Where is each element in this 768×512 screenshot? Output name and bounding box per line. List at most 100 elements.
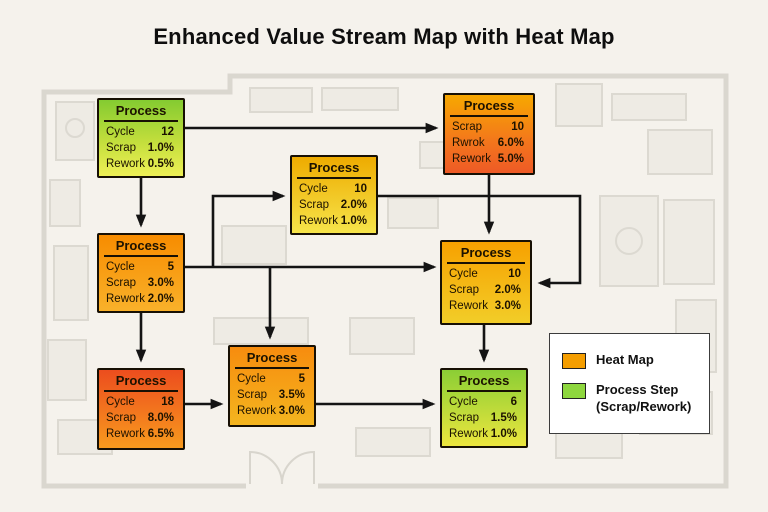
process-box-bottom-right: Process Cycle 6 Scrap 1.5% Rework 1.0% [440,368,528,448]
metric-row: Scrap 1.5% [442,410,526,426]
metric-row: Rwrok 6.0% [445,135,533,151]
metric-value: 18 [161,396,174,408]
metric-label: Scrap [299,199,330,211]
metric-value: 1.0% [340,215,367,227]
metric-label: Cycle [449,268,478,280]
process-box-mid-left: Process Cycle 5 Scrap 3.0% Rework 2.0% [97,233,185,313]
metric-value: 6.5% [147,428,174,440]
process-box-bottom-center: Process Cycle 5 Scrap 3.5% Rework 3.0% [228,345,316,427]
metric-label: Rework [106,428,145,440]
metric-label: Rework [452,153,491,165]
metric-label: Rework [237,405,276,417]
metric-label: Scrap [237,389,268,401]
metric-value: 10 [511,121,524,133]
metric-value: 10 [354,183,367,195]
metric-row: Rework 1.0% [292,213,376,229]
metric-row: Scrap 10 [445,119,533,135]
metric-label: Rework [299,215,338,227]
metric-label: Scrap [106,412,137,424]
metric-row: Cycle 10 [292,181,376,197]
metric-value: 2.0% [340,199,367,211]
metric-value: 8.0% [147,412,174,424]
legend-item-heat-map: Heat Map [562,352,697,370]
metric-label: Cycle [106,261,135,273]
metric-value: 12 [161,126,174,138]
legend-item-process-step: Process Step (Scrap/Rework) [562,382,697,415]
metric-value: 3.5% [278,389,305,401]
process-box-title: Process [104,370,178,392]
metric-value: 3.0% [147,277,174,289]
metric-label: Cycle [237,373,266,385]
metric-value: 3.0% [494,300,521,312]
legend-label: Process Step (Scrap/Rework) [596,382,692,414]
metric-value: 6.0% [497,137,524,149]
metric-value: 6 [510,396,517,408]
metric-value: 5 [298,373,305,385]
metric-row: Rework 3.0% [442,298,530,314]
metric-value: 5 [167,261,174,273]
metric-label: Scrap [106,277,137,289]
metric-rows: Cycle 5 Scrap 3.0% Rework 2.0% [99,257,183,307]
process-box-top-left: Process Cycle 12 Scrap 1.0% Rework 0.5% [97,98,185,178]
metric-label: Rework [106,293,145,305]
metric-value: 1.0% [490,428,517,440]
metric-row: Cycle 10 [442,266,530,282]
metric-row: Scrap 8.0% [99,410,183,426]
metric-rows: Scrap 10 Rwrok 6.0% Rework 5.0% [445,117,533,167]
metric-value: 1.5% [490,412,517,424]
legend-label: Heat Map [596,352,654,368]
metric-label: Cycle [449,396,478,408]
metric-value: 2.0% [494,284,521,296]
metric-value: 0.5% [147,158,174,170]
metric-label: Scrap [449,284,480,296]
metric-row: Cycle 18 [99,394,183,410]
metric-label: Rework [106,158,145,170]
process-box-mid-center: Process Cycle 10 Scrap 2.0% Rework 1.0% [290,155,378,235]
process-box-top-right: Process Scrap 10 Rwrok 6.0% Rework 5.0% [443,93,535,175]
metric-row: Scrap 2.0% [292,197,376,213]
process-box-title: Process [447,242,525,264]
process-box-title: Process [297,157,371,179]
metric-label: Rework [449,300,488,312]
metric-label: Rework [449,428,488,440]
metric-row: Cycle 12 [99,124,183,140]
metric-label: Scrap [449,412,480,424]
metric-row: Scrap 1.0% [99,140,183,156]
metric-row: Cycle 5 [230,371,314,387]
metric-row: Scrap 3.5% [230,387,314,403]
metric-row: Cycle 5 [99,259,183,275]
metric-rows: Cycle 10 Scrap 2.0% Rework 3.0% [442,264,530,314]
metric-value: 5.0% [497,153,524,165]
metric-label: Scrap [106,142,137,154]
process-box-title: Process [235,347,309,369]
metric-row: Rework 2.0% [99,291,183,307]
metric-rows: Cycle 12 Scrap 1.0% Rework 0.5% [99,122,183,172]
process-step-swatch-icon [562,383,586,400]
metric-label: Cycle [299,183,328,195]
metric-value: 1.0% [147,142,174,154]
process-box-title: Process [450,95,528,117]
metric-rows: Cycle 5 Scrap 3.5% Rework 3.0% [230,369,314,419]
process-box-mid-right: Process Cycle 10 Scrap 2.0% Rework 3.0% [440,240,532,325]
metric-label: Cycle [106,396,135,408]
metric-rows: Cycle 18 Scrap 8.0% Rework 6.5% [99,392,183,442]
heat-map-swatch-icon [562,353,586,370]
metric-row: Rework 1.0% [442,426,526,442]
process-box-title: Process [104,235,178,257]
process-box-title: Process [447,370,521,392]
page-title: Enhanced Value Stream Map with Heat Map [153,24,615,49]
process-box-bottom-left: Process Cycle 18 Scrap 8.0% Rework 6.5% [97,368,185,450]
metric-rows: Cycle 10 Scrap 2.0% Rework 1.0% [292,179,376,229]
metric-row: Rework 0.5% [99,156,183,172]
metric-row: Rework 5.0% [445,151,533,167]
process-box-title: Process [104,100,178,122]
metric-value: 2.0% [147,293,174,305]
metric-label: Rwrok [452,137,485,149]
metric-value: 10 [508,268,521,280]
metric-row: Scrap 3.0% [99,275,183,291]
metric-row: Scrap 2.0% [442,282,530,298]
metric-label: Scrap [452,121,483,133]
